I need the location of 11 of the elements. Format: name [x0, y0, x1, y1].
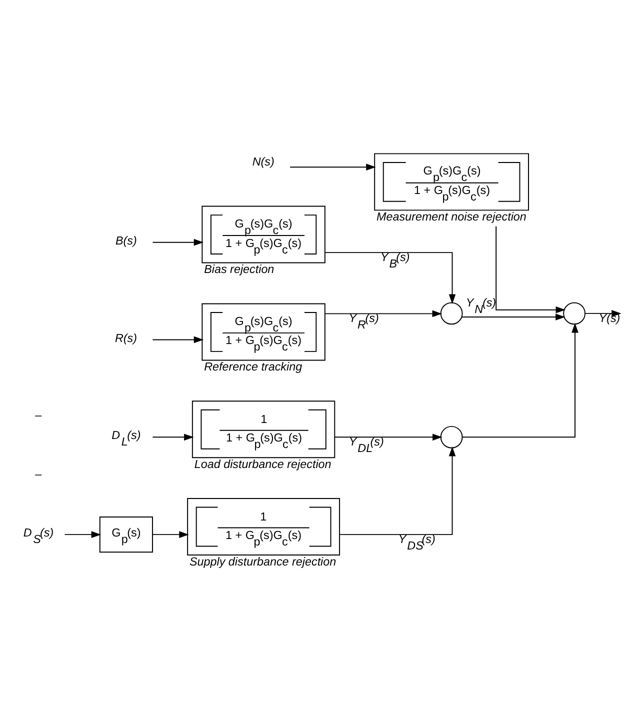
node-label: Bias rejection: [204, 262, 274, 276]
node-label: Reference tracking: [204, 360, 302, 374]
edge-label: Y(s): [598, 311, 620, 324]
label: –: [35, 408, 42, 422]
node-label: Supply disturbance rejection: [190, 554, 336, 568]
node-text: B(s): [115, 234, 137, 247]
node-text: R(s): [114, 331, 138, 344]
node-label: Load disturbance rejection: [194, 457, 332, 470]
label: –: [35, 468, 42, 481]
node-label: Measurement noise rejection: [376, 210, 526, 224]
node-text: N(s): [252, 154, 274, 168]
